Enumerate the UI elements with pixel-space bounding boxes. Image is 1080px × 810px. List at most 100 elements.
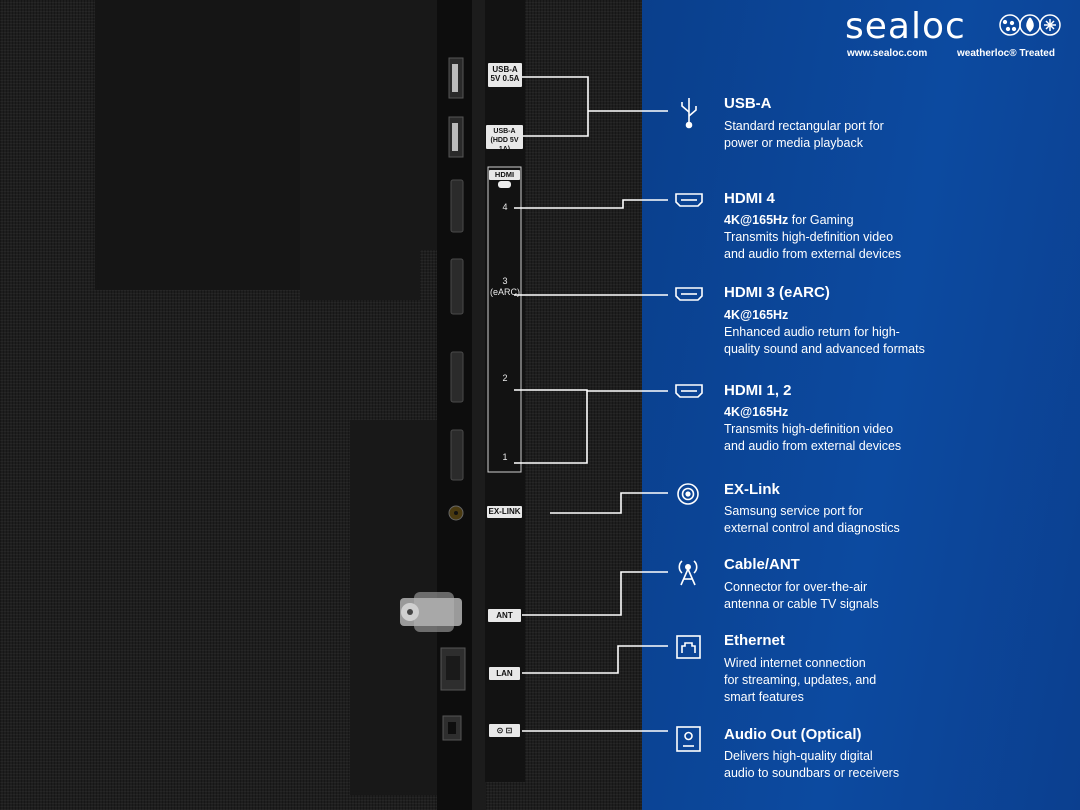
usb-port-1-tongue [452, 64, 458, 92]
feature-desc-exlink: Samsung service port for external contro… [724, 503, 900, 537]
usb1-label-line2: 5V 0.5A [490, 74, 520, 83]
feature-desc-hdmi4-line2: and audio from external devices [724, 247, 902, 261]
feature-desc-hdmi3: 4K@165Hz Enhanced audio return for high-… [724, 307, 925, 358]
feature-desc-ethernet-line1: Wired internet connection [724, 656, 866, 670]
ethernet-icon [676, 635, 701, 659]
feature-icons [675, 98, 703, 752]
feature-spec-hdmi12: 4K@165Hz [724, 404, 901, 421]
antenna-icon [678, 560, 698, 586]
lan-label: LAN [489, 667, 520, 680]
usb1-label-line1: USB-A [492, 65, 518, 74]
feature-desc-ethernet-line2: for streaming, updates, and [724, 673, 877, 687]
antenna-connector-nut [414, 592, 454, 632]
hdmi-icon [675, 384, 703, 398]
hdmi2-number: 2 [502, 373, 508, 383]
feature-title-ethernet: Ethernet [724, 632, 785, 649]
feature-desc-hdmi4: 4K@165Hz for Gaming Transmits high-defin… [724, 212, 901, 263]
feature-spec-hdmi4: 4K@165Hz for Gaming [724, 212, 901, 229]
usb2-label-line1: USB-A [493, 128, 516, 135]
feature-desc-ant-line1: Connector for over-the-air [724, 580, 868, 594]
feature-title-hdmi3: HDMI 3 (eARC) [724, 284, 830, 301]
brand-website[interactable]: www.sealoc.com [847, 48, 928, 59]
tv-bracket-lower [350, 420, 440, 795]
optical-icon [676, 726, 701, 752]
gamepad-glyph [498, 181, 511, 188]
usb2-label: USB-A (HDD 5V 1A) [486, 125, 523, 153]
hdmi-port-3 [450, 258, 464, 315]
feature-spec-hdmi12-bold: 4K@165Hz [724, 405, 789, 419]
line-exlink [550, 492, 668, 514]
brand-tagline: weatherloc® Treated [957, 48, 1055, 59]
feature-spec-hdmi4-bold: 4K@165Hz [724, 213, 789, 227]
feature-spec-hdmi4-suffix: for Gaming [788, 213, 854, 227]
feature-desc-hdmi3-line1: Enhanced audio return for high- [724, 325, 900, 339]
optical-label: ⊙ ⊡ [489, 724, 520, 737]
hdmi-port-2 [450, 351, 464, 403]
feature-panel [642, 0, 1080, 810]
hdmi-icon [675, 193, 703, 207]
hdmi3-number: 3 (eARC) [485, 276, 525, 298]
feature-desc-hdmi4-line1: Transmits high-definition video [724, 230, 894, 244]
lan-port-socket [446, 656, 460, 680]
optical-port-socket [448, 722, 456, 734]
hdmi1-number: 1 [502, 452, 508, 462]
exlink-label: EX-LINK [487, 506, 522, 518]
feature-title-hdmi4: HDMI 4 [724, 190, 775, 207]
line-usb-group [514, 76, 589, 137]
exlink-jack-center [454, 511, 458, 515]
usb-port-2-tongue [452, 123, 458, 151]
feature-desc-ant: Connector for over-the-air antenna or ca… [724, 579, 879, 613]
feature-title-hdmi12: HDMI 1, 2 [724, 382, 792, 399]
ant-label: ANT [488, 609, 521, 622]
antenna-connector-hole [407, 609, 413, 615]
feature-desc-exlink-line1: Samsung service port for [724, 504, 863, 518]
casing-edge [472, 0, 486, 810]
line-hdmi12-group [514, 389, 588, 464]
line-lan [522, 645, 668, 674]
feature-desc-hdmi12-line2: and audio from external devices [724, 439, 902, 453]
feature-desc-optical-line2: audio to soundbars or receivers [724, 766, 900, 780]
connector-lines [514, 76, 668, 732]
hdmi4-number: 4 [502, 202, 508, 212]
usb-icon [681, 98, 697, 129]
feature-desc-optical-line1: Delivers high-quality digital [724, 749, 873, 763]
feature-desc-hdmi12-line1: Transmits high-definition video [724, 422, 894, 436]
feature-desc-ethernet: Wired internet connection for streaming,… [724, 655, 876, 706]
feature-desc-hdmi3-line2: quality sound and advanced formats [724, 342, 925, 356]
label-strip [485, 0, 525, 782]
feature-desc-ant-line2: antenna or cable TV signals [724, 597, 879, 611]
line-ant [522, 571, 668, 616]
feature-spec-hdmi3-bold: 4K@165Hz [724, 308, 789, 322]
feature-desc-usb-line1: Standard rectangular port for [724, 119, 884, 133]
feature-desc-exlink-line2: external control and diagnostics [724, 521, 900, 535]
hdmi-port-1 [450, 429, 464, 481]
target-icon [677, 483, 699, 505]
logo-badges [999, 14, 1061, 36]
hdmi-header-label: HDMI [489, 170, 520, 180]
usb2-label-line2: (HDD 5V 1A) [490, 137, 519, 153]
feature-title-ant: Cable/ANT [724, 556, 800, 573]
feature-title-optical: Audio Out (Optical) [724, 726, 862, 743]
feature-desc-usb: Standard rectangular port for power or m… [724, 118, 884, 152]
tv-recess-top [95, 0, 300, 290]
hdmi3-number-line1: 3 [502, 276, 508, 286]
usb1-label: USB-A 5V 0.5A [488, 63, 522, 87]
feature-desc-optical: Delivers high-quality digital audio to s… [724, 748, 899, 782]
feature-desc-usb-line2: power or media playback [724, 136, 863, 150]
hdmi-group-frame [487, 166, 522, 473]
feature-title-exlink: EX-Link [724, 481, 780, 498]
feature-title-usb: USB-A [724, 95, 772, 112]
logo-circle-1 [999, 14, 1021, 36]
line-hdmi4 [514, 199, 668, 209]
feature-desc-ethernet-line3: smart features [724, 690, 804, 704]
hdmi3-number-line2: (eARC) [489, 287, 520, 297]
logo-circle-3 [1039, 14, 1061, 36]
tv-bracket-upper [300, 0, 440, 300]
feature-spec-hdmi3: 4K@165Hz [724, 307, 925, 324]
brand-logo: sealoc [845, 6, 966, 47]
feature-desc-hdmi12: 4K@165Hz Transmits high-definition video… [724, 404, 901, 455]
hdmi-port-4 [450, 179, 464, 233]
hdmi-icon [675, 287, 703, 301]
